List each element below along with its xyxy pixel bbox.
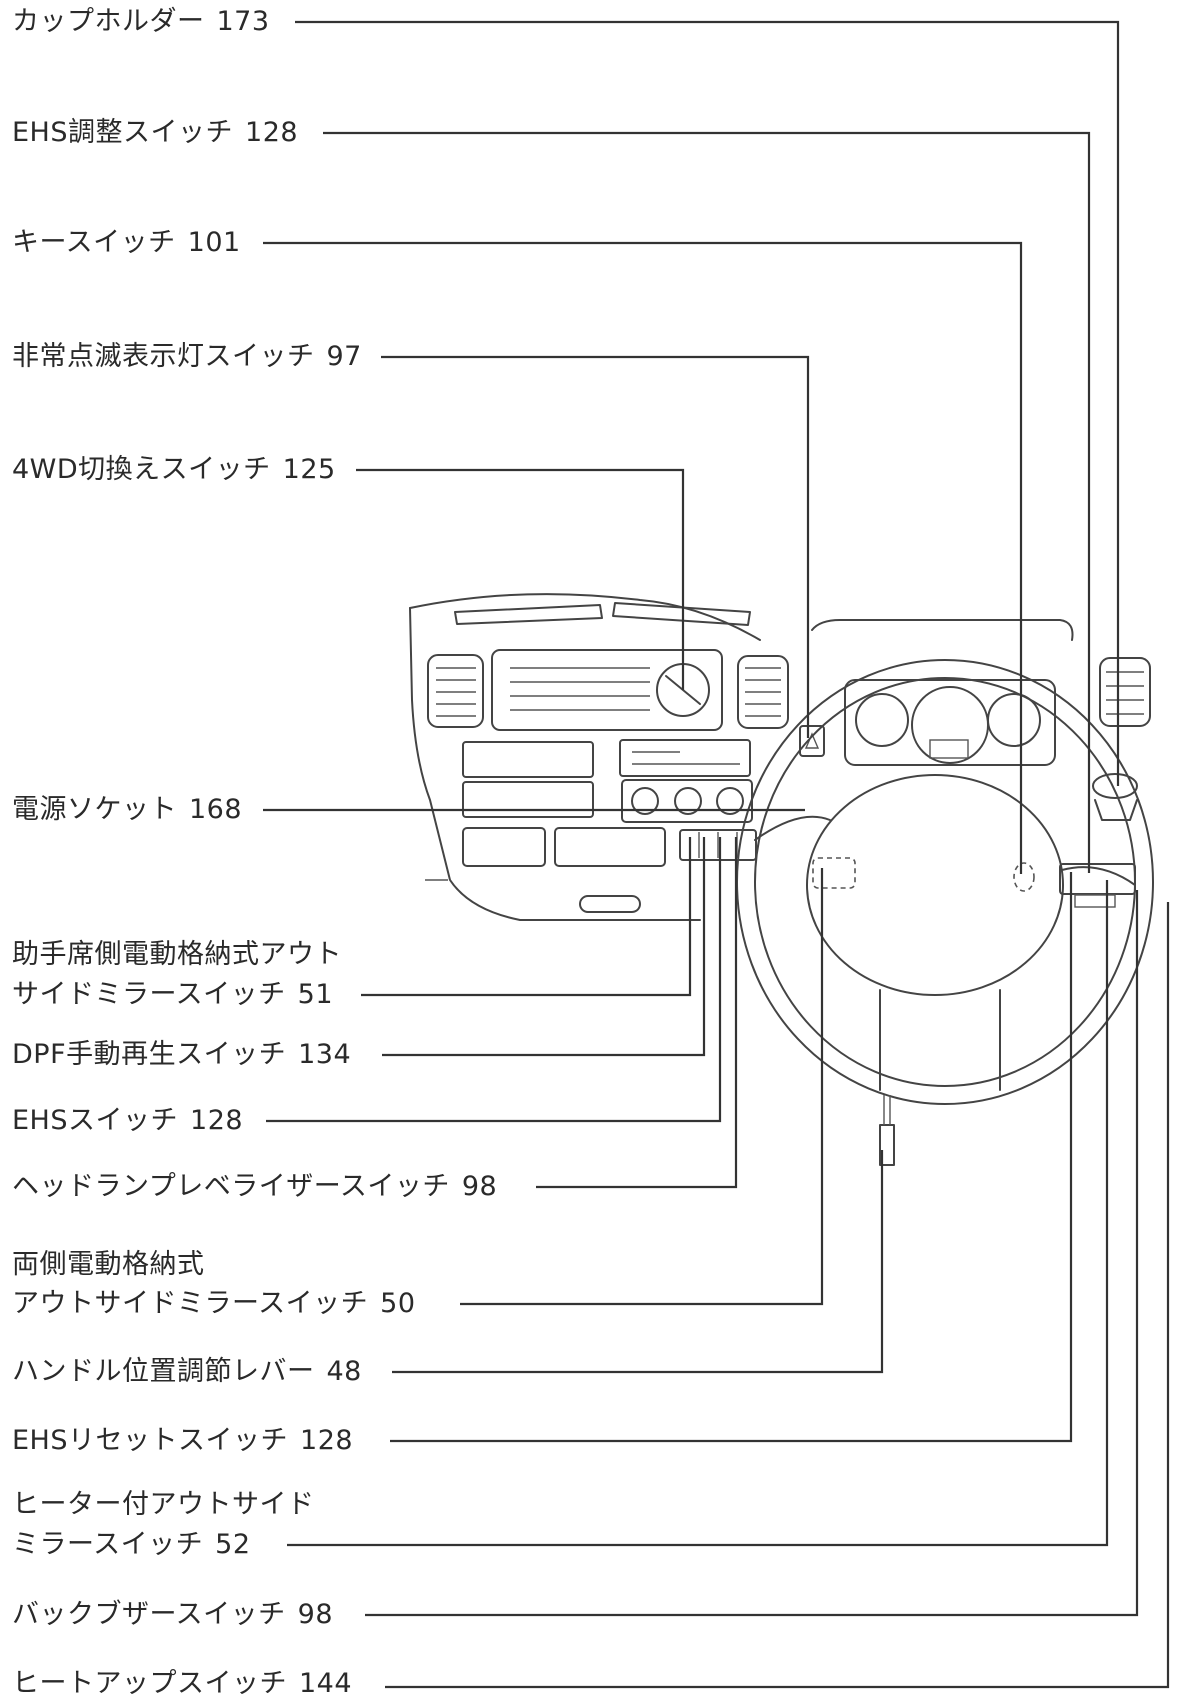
leader-back-buzzer-switch [365,890,1139,1617]
callout-heat-up-switch: ヒートアップスイッチ 144 [12,1666,352,1702]
page-ref: 134 [298,1039,352,1070]
callout-power-socket: 電源ソケット 168 [12,792,242,828]
callout-ehs-adjust-switch: EHS調整スイッチ 128 [12,115,298,151]
leader-dpf-switch [382,837,706,1057]
leader-steering-lever [392,1150,884,1374]
leader-hazard-switch [381,355,810,738]
page-ref: 128 [245,117,299,148]
callout-text: 4WD切換えスイッチ [12,454,271,485]
page-ref: 128 [300,1425,354,1456]
leader-heat-up-switch [385,902,1170,1689]
callout-text: EHS調整スイッチ [12,117,234,148]
callout-text: 非常点滅表示灯スイッチ [12,341,315,372]
callout-back-buzzer-switch: バックブザースイッチ 98 [12,1597,333,1633]
callout-text-line1: 助手席側電動格納式アウト [12,939,342,970]
callout-ehs-switch: EHSスイッチ 128 [12,1103,243,1139]
page-ref: 98 [461,1171,498,1202]
leader-passenger-mirror-switch [361,837,692,997]
callout-text: ミラースイッチ [12,1529,204,1560]
page-ref: 125 [282,454,336,485]
page-ref: 101 [187,227,241,258]
callout-text: EHSスイッチ [12,1105,179,1136]
leader-ehs-reset-switch [390,872,1073,1443]
callout-text: サイドミラースイッチ [12,979,286,1010]
page-ref: 50 [380,1288,416,1319]
page-ref: 128 [190,1105,244,1136]
callout-both-mirror-switch: アウトサイドミラースイッチ 50 [12,1286,416,1322]
callout-hazard-switch: 非常点滅表示灯スイッチ 97 [12,339,362,375]
callout-steering-lever: ハンドル位置調節レバー 48 [12,1354,362,1390]
callout-text: ヘッドランプレベライザースイッチ [12,1171,450,1202]
callout-text: EHSリセットスイッチ [12,1425,289,1456]
leader-both-mirror-switch [460,868,824,1306]
callout-headlamp-leveler-switch: ヘッドランプレベライザースイッチ 98 [12,1169,497,1205]
callout-text: ハンドル位置調節レバー [12,1356,315,1387]
page-ref: 144 [299,1668,353,1699]
callout-ehs-reset-switch: EHSリセットスイッチ 128 [12,1423,353,1459]
leader-cup-holder [295,20,1120,786]
page-ref: 173 [216,6,270,37]
callout-text-line1: ヒーター付アウトサイド [12,1489,315,1520]
callout-text: DPF手動再生スイッチ [12,1039,287,1070]
callout-text: アウトサイドミラースイッチ [12,1288,369,1319]
page-ref: 97 [326,341,362,372]
callout-key-switch: キースイッチ 101 [12,225,241,261]
callout-text: バックブザースイッチ [12,1599,286,1630]
callout-heated-mirror-switch-line1: ヒーター付アウトサイド [12,1487,315,1523]
callout-both-mirror-switch-line1: 両側電動格納式 [12,1247,205,1283]
page-ref: 168 [189,794,243,825]
callout-passenger-mirror-switch: サイドミラースイッチ 51 [12,977,333,1013]
page-ref: 48 [326,1356,362,1387]
page-ref: 98 [297,1599,334,1630]
callout-text: 電源ソケット [12,794,177,825]
callout-text-line1: 両側電動格納式 [12,1249,205,1280]
callout-text: ヒートアップスイッチ [12,1668,287,1699]
callout-heated-mirror-switch: ミラースイッチ 52 [12,1527,251,1563]
callout-text: カップホルダー [12,6,205,37]
leader-ehs-switch [266,837,722,1123]
page-ref: 52 [215,1529,251,1560]
leader-4wd-switch [356,468,685,690]
callout-4wd-switch: 4WD切換えスイッチ 125 [12,452,336,488]
page-ref: 51 [297,979,334,1010]
leader-headlamp-leveler-switch [536,837,738,1189]
callout-cup-holder: カップホルダー 173 [12,4,270,40]
leader-ehs-adjust-switch [323,131,1091,873]
callout-passenger-mirror-switch-line1: 助手席側電動格納式アウト [12,937,342,973]
callout-text: キースイッチ [12,227,176,258]
leader-key-switch [263,241,1023,874]
leader-heated-mirror-switch [287,880,1109,1547]
callout-dpf-switch: DPF手動再生スイッチ 134 [12,1037,351,1073]
